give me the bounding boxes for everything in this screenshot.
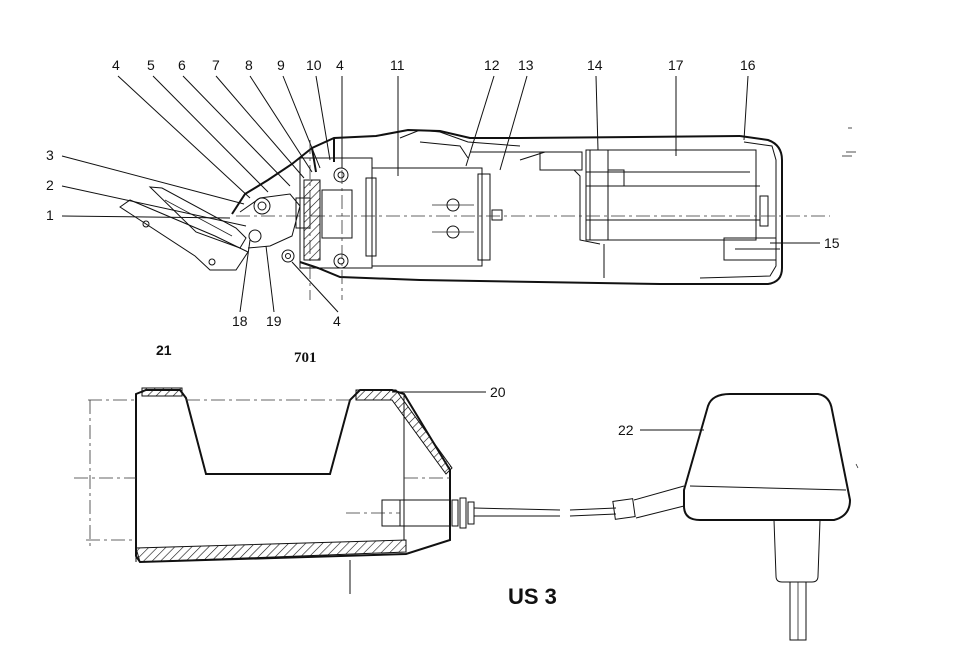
strain-relief: [451, 497, 475, 529]
callout-13: 13: [518, 57, 534, 73]
switch: [539, 151, 583, 171]
leader-lines-top: [61, 75, 820, 313]
callout-2: 2: [46, 177, 54, 193]
blade-upper: [148, 186, 247, 249]
callout-22: 22: [618, 422, 634, 438]
adapter-body: [683, 393, 852, 521]
callout-19: 19: [266, 313, 282, 329]
power-adapter-drawing: [683, 393, 852, 641]
callout-6: 6: [178, 57, 186, 73]
cable: [473, 507, 561, 517]
callout-21: 21: [156, 342, 172, 358]
callout-3: 3: [46, 147, 54, 163]
motor: [371, 167, 483, 267]
figure-label: US 3: [508, 584, 557, 609]
callout-labels-bottom: 20 22 US 3: [392, 384, 704, 609]
shears-drawing: [119, 120, 830, 300]
battery-pack: [585, 149, 757, 241]
callout-14: 14: [587, 57, 603, 73]
pivot-screw: [281, 249, 295, 263]
scan-marks: [842, 127, 859, 469]
callout-5: 5: [147, 57, 155, 73]
callout-11: 11: [390, 57, 405, 73]
callout-1: 1: [46, 207, 54, 223]
pivot-lower: [248, 229, 262, 243]
adapter-plug-base: [773, 519, 821, 583]
stand-base: [135, 539, 407, 563]
head-housing: [231, 128, 741, 215]
callout-8: 8: [245, 57, 253, 73]
callout-4c: 4: [333, 313, 341, 329]
body-outline: [299, 135, 783, 285]
callout-17: 17: [668, 57, 684, 73]
blade-lower: [119, 199, 249, 271]
callout-15: 15: [824, 235, 840, 251]
callout-701: 701: [294, 350, 317, 366]
callout-20: 20: [490, 384, 506, 400]
callout-7: 7: [212, 57, 220, 73]
callout-16: 16: [740, 57, 756, 73]
callout-10: 10: [306, 57, 322, 73]
callout-4b: 4: [336, 57, 344, 73]
callout-labels-top: 4 5 6 7 8 9 10 4 11 12 13 14 17 16 3 2 1…: [46, 57, 840, 366]
callout-18: 18: [232, 313, 248, 329]
callout-12: 12: [484, 57, 500, 73]
gear-housing: [299, 157, 373, 269]
callout-4a: 4: [112, 57, 120, 73]
callout-9: 9: [277, 57, 285, 73]
stand-body: [135, 389, 451, 564]
charger-stand-drawing: [74, 387, 685, 594]
